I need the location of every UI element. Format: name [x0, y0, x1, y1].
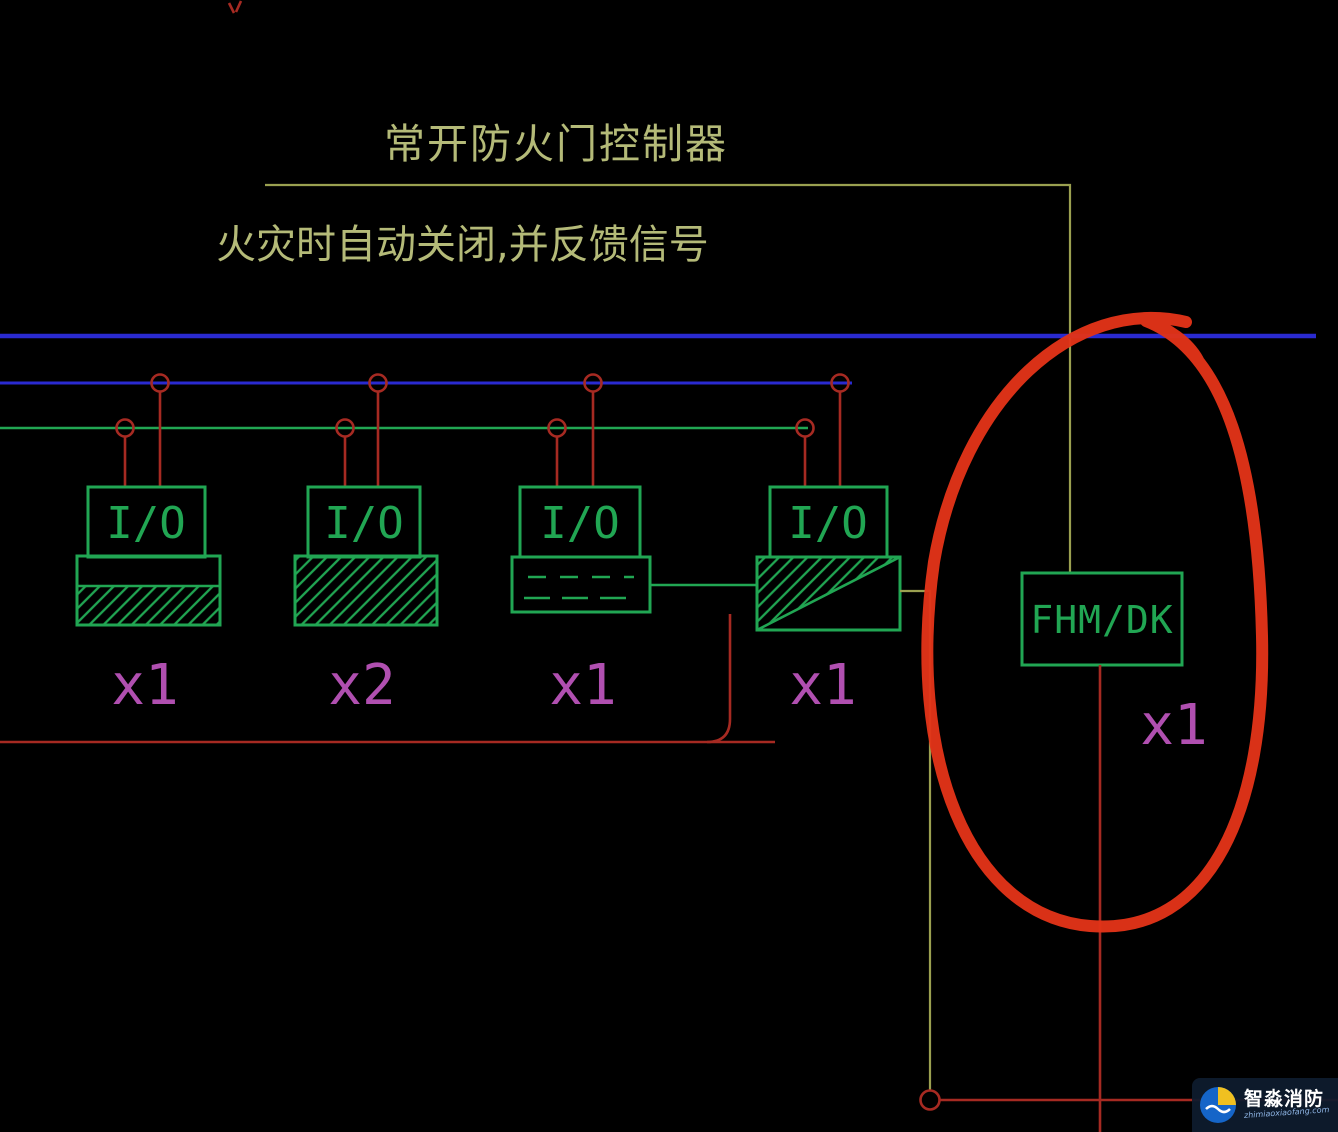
- io-module-1-count: x1: [111, 653, 178, 718]
- connection-node: [583, 373, 603, 393]
- watermark-logo-icon: [1200, 1087, 1236, 1123]
- red-annotation-circle: [921, 312, 1269, 933]
- diagram-title: 常开防火门控制器: [384, 120, 728, 168]
- io-module-4: I/O x1: [755, 373, 902, 718]
- connection-node: [335, 418, 355, 438]
- fhm-dk-controller-label: FHM/DK: [1030, 598, 1173, 642]
- stray-marks: [227, 0, 243, 14]
- connection-node: [150, 373, 170, 393]
- io-module-4-symbol: [755, 555, 902, 632]
- io-module-3-count: x1: [549, 653, 616, 718]
- watermark-brand: 智淼消防: [1244, 1087, 1325, 1110]
- watermark-badge: 智淼消防 zhimiaoxiaofang.com: [1192, 1078, 1338, 1132]
- io-module-2-count: x2: [328, 653, 395, 718]
- symbol-diagonal: [756, 555, 901, 632]
- connection-node: [115, 418, 135, 438]
- io-module-3-symbol: [510, 555, 652, 614]
- connection-node: [368, 373, 388, 393]
- fhm-dk-controller-count: x1: [1140, 693, 1207, 758]
- io-module-1-symbol: [75, 554, 222, 627]
- diagram-note: 火灾时自动关闭,并反馈信号: [216, 222, 709, 268]
- io-module-2: I/O x2: [293, 373, 439, 718]
- io-module-2-symbol: [293, 554, 439, 627]
- junction-node: [919, 1089, 941, 1111]
- fhm-dk-controller: FHM/DK x1: [1020, 571, 1208, 1132]
- connection-node: [547, 418, 567, 438]
- io-module-4-label: I/O: [788, 498, 867, 549]
- io-module-1: I/O x1: [75, 373, 222, 718]
- connection-node: [795, 418, 815, 438]
- connection-node: [830, 373, 850, 393]
- io-module-1-label: I/O: [106, 498, 185, 549]
- controller-callout-line: [265, 183, 1072, 573]
- io-module-4-count: x1: [789, 653, 856, 718]
- fhm-dk-controller-box: [1020, 571, 1184, 667]
- io-module-2-label: I/O: [324, 498, 403, 549]
- io-module-3: I/O x1: [510, 373, 652, 718]
- hatch-fill: [78, 587, 219, 624]
- return-wire-vertical: [706, 614, 732, 744]
- io-module-3-label: I/O: [540, 498, 619, 549]
- hatch-fill: [296, 557, 436, 624]
- watermark-text: 智淼消防 zhimiaoxiaofang.com: [1244, 1087, 1330, 1120]
